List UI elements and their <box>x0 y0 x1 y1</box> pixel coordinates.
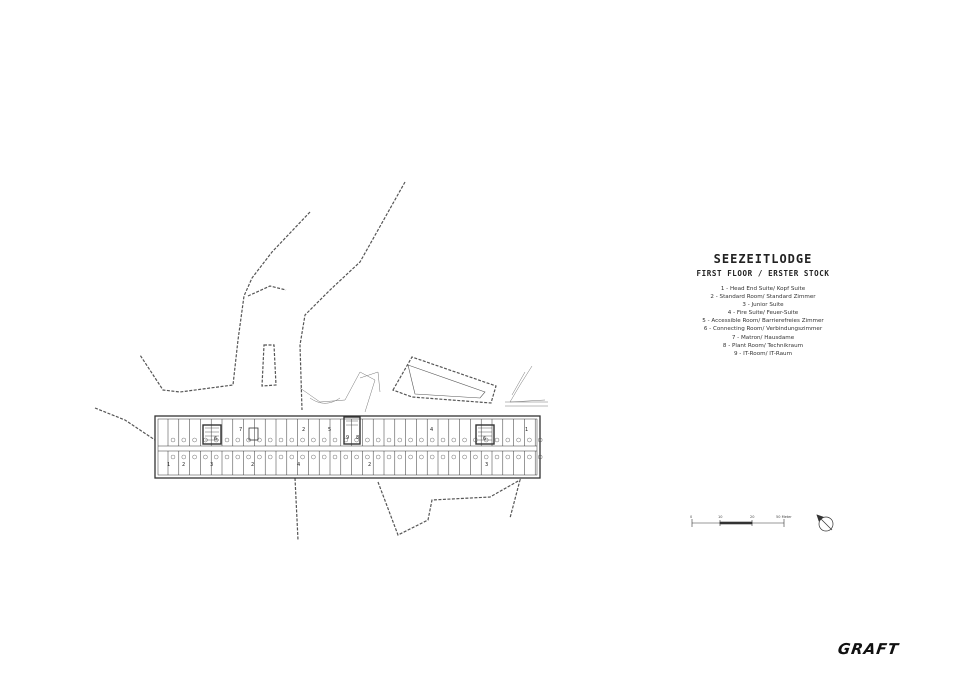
scale-bar <box>691 519 785 527</box>
north-arrow-icon <box>816 514 834 532</box>
legend-item: 4 - Fire Suite/ Feuer-Suite <box>727 310 799 317</box>
graft-logo: GRAFT <box>836 640 901 658</box>
room-label: 5 <box>328 427 331 433</box>
page-subtitle: FIRST FLOOR / ERSTER STOCK <box>696 269 830 278</box>
room-label: 2 <box>182 462 185 468</box>
room-label: 2 <box>302 427 305 433</box>
room-label: 2 <box>251 462 254 468</box>
room-label: 9 <box>346 435 349 441</box>
legend-item: 2 - Standard Room/ Standard Zimmer <box>710 294 816 301</box>
legend-item: 8 - Plant Room/ Technikraum <box>722 342 804 349</box>
legend-item: 9 - IT-Room/ IT-Raum <box>733 350 793 357</box>
room-label: 4 <box>430 427 433 433</box>
scale-label: 50 Meter <box>776 515 792 519</box>
room-label: 6 <box>483 436 486 442</box>
room-label: 2 <box>368 462 371 468</box>
room-label: 8 <box>356 435 359 441</box>
room-label: 1 <box>525 427 528 433</box>
legend-item: 6 - Connecting Room/ Verbindungszimmer <box>703 326 823 333</box>
legend-item: 1 - Head End Suite/ Kopf Suite <box>720 286 806 292</box>
building-footprint <box>154 415 543 479</box>
room-label: 6 <box>214 436 217 442</box>
room-label: 4 <box>297 462 300 468</box>
legend-item: 5 - Accessible Room/ Barrierefreies Zimm… <box>702 318 824 325</box>
room-label: 1 <box>167 462 170 468</box>
legend-item: 7 - Matron/ Hausdame <box>731 334 795 341</box>
room-legend: 1 - Head End Suite/ Kopf Suite 2 - Stand… <box>670 285 856 358</box>
scale-label: 10 <box>718 515 722 519</box>
page-title: SEEZEITLODGE <box>713 252 813 266</box>
legend-item: 3 - Junior Suite <box>742 302 784 309</box>
scale-label: 0 <box>690 515 692 519</box>
room-label: 3 <box>485 462 488 468</box>
room-labels: 6 7 2 5 9 8 4 6 1 1 2 3 2 4 2 3 <box>167 427 528 468</box>
room-label: 7 <box>239 427 242 433</box>
site-thin-lines <box>299 365 548 413</box>
room-label: 3 <box>210 462 213 468</box>
site-outline <box>94 181 521 541</box>
scale-label: 20 <box>750 515 754 519</box>
